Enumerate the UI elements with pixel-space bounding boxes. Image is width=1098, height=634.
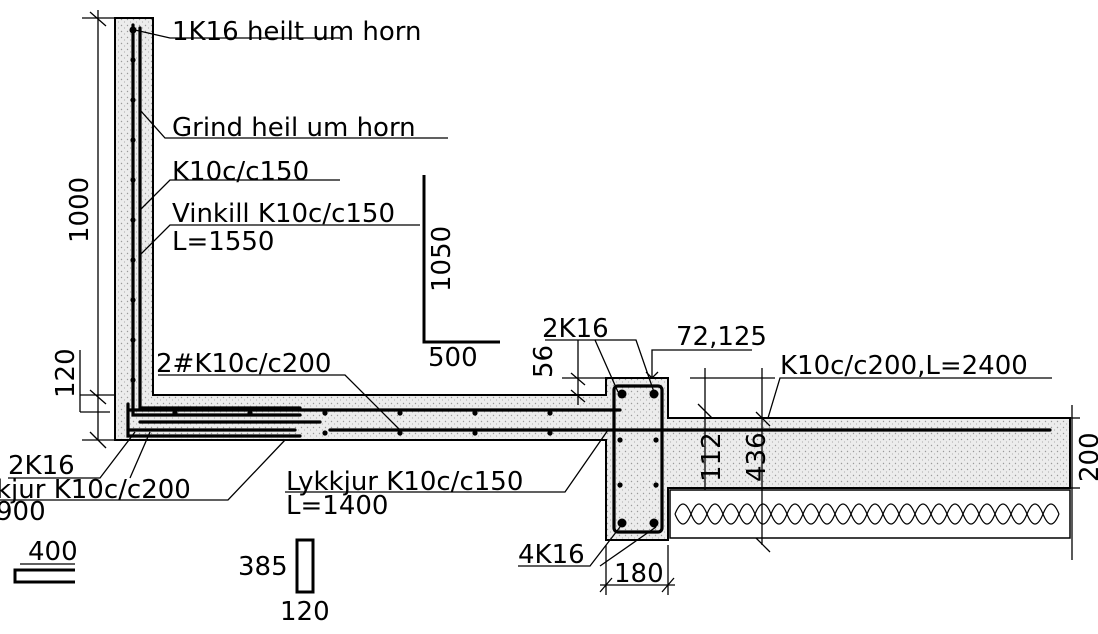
label-top-bar: 1K16 heilt um horn [172, 17, 422, 47]
dim-112: 112 [697, 432, 727, 482]
concrete-section [114, 17, 1071, 541]
slab-bar-dot [547, 430, 553, 436]
wall-bar-dot [130, 57, 136, 63]
beam-stirrup [612, 384, 664, 534]
wall-bar-dot [130, 97, 136, 103]
dim-step-56: 56 [529, 345, 559, 378]
label-beam-cover: 72,125 [676, 322, 767, 352]
label-slab-bar-right: K10c/c200,L=2400 [780, 351, 1028, 381]
label-angle-len: L=1550 [172, 227, 274, 257]
slab-bar-dot [397, 410, 403, 416]
insulation-hatch-2 [674, 503, 1060, 525]
dim-stirrup-height: 385 [238, 552, 288, 582]
wall-bar-dot [130, 257, 136, 263]
beam-bar-dot [617, 437, 623, 443]
dim-angle-leg-h: 500 [428, 343, 478, 373]
label-beam-bottom-bars: 4K16 [518, 540, 585, 570]
dim-200: 200 [1075, 432, 1098, 482]
label-k10-wall: K10c/c150 [172, 157, 309, 187]
slab-bar-dot [322, 430, 328, 436]
wall-bar-dot [129, 26, 137, 34]
wall-grid-bar [131, 23, 302, 417]
beam-bar-dot [617, 389, 627, 399]
label-loop-left: kjur K10c/c200 [0, 475, 191, 505]
loop-shape [13, 568, 75, 584]
slab-bar-dot [397, 430, 403, 436]
dim-angle-leg-v: 1050 [427, 226, 457, 292]
beam-bar-dot [653, 482, 659, 488]
slab-bar-dot [172, 410, 178, 416]
beam-bar-dot [617, 518, 627, 528]
wall-bar-dot [130, 217, 136, 223]
label-loop-left-len: 900 [0, 497, 46, 527]
dim-180: 180 [614, 559, 664, 589]
slab-loop-bar [126, 402, 302, 438]
beam-bar-dot [649, 518, 659, 528]
wall-bar-dot [130, 137, 136, 143]
dim-stirrup-width: 120 [280, 597, 330, 627]
dim-436: 436 [742, 432, 772, 482]
slab-bar-dot [322, 410, 328, 416]
wall-bar-dot [130, 377, 136, 383]
slab-bar-dot [547, 410, 553, 416]
slab-bar-dot [247, 410, 253, 416]
dim-wall-height: 1000 [65, 177, 95, 243]
leader-lines [0, 29, 1052, 567]
angle-bar-shape [422, 175, 500, 344]
stirrup-shape [295, 538, 315, 594]
wall-bar-dot [130, 337, 136, 343]
insulation [669, 489, 1071, 539]
beam-bar-dot [617, 482, 623, 488]
dim-loop-width: 400 [28, 537, 78, 567]
label-edge-bars: 2K16 [8, 451, 75, 481]
beam-bar-dot [653, 437, 659, 443]
wall-bar-dot [130, 177, 136, 183]
dim-slab-thickness: 120 [51, 348, 81, 398]
label-loop-beam-len: L=1400 [286, 491, 388, 521]
label-slab-bars: 2#K10c/c200 [156, 349, 331, 379]
slab-bar-dot [472, 410, 478, 416]
wall-bar-dot [130, 297, 136, 303]
label-grid: Grind heil um horn [172, 113, 416, 143]
label-beam-top-bars: 2K16 [542, 314, 609, 344]
dimension-lines [79, 10, 1080, 595]
label-angle-bar: Vinkill K10c/c150 [172, 199, 395, 229]
wall-grid-bar-inner [138, 26, 302, 410]
label-loop-beam: Lykkjur K10c/c150 [286, 467, 523, 497]
slab-bar-dot [472, 430, 478, 436]
